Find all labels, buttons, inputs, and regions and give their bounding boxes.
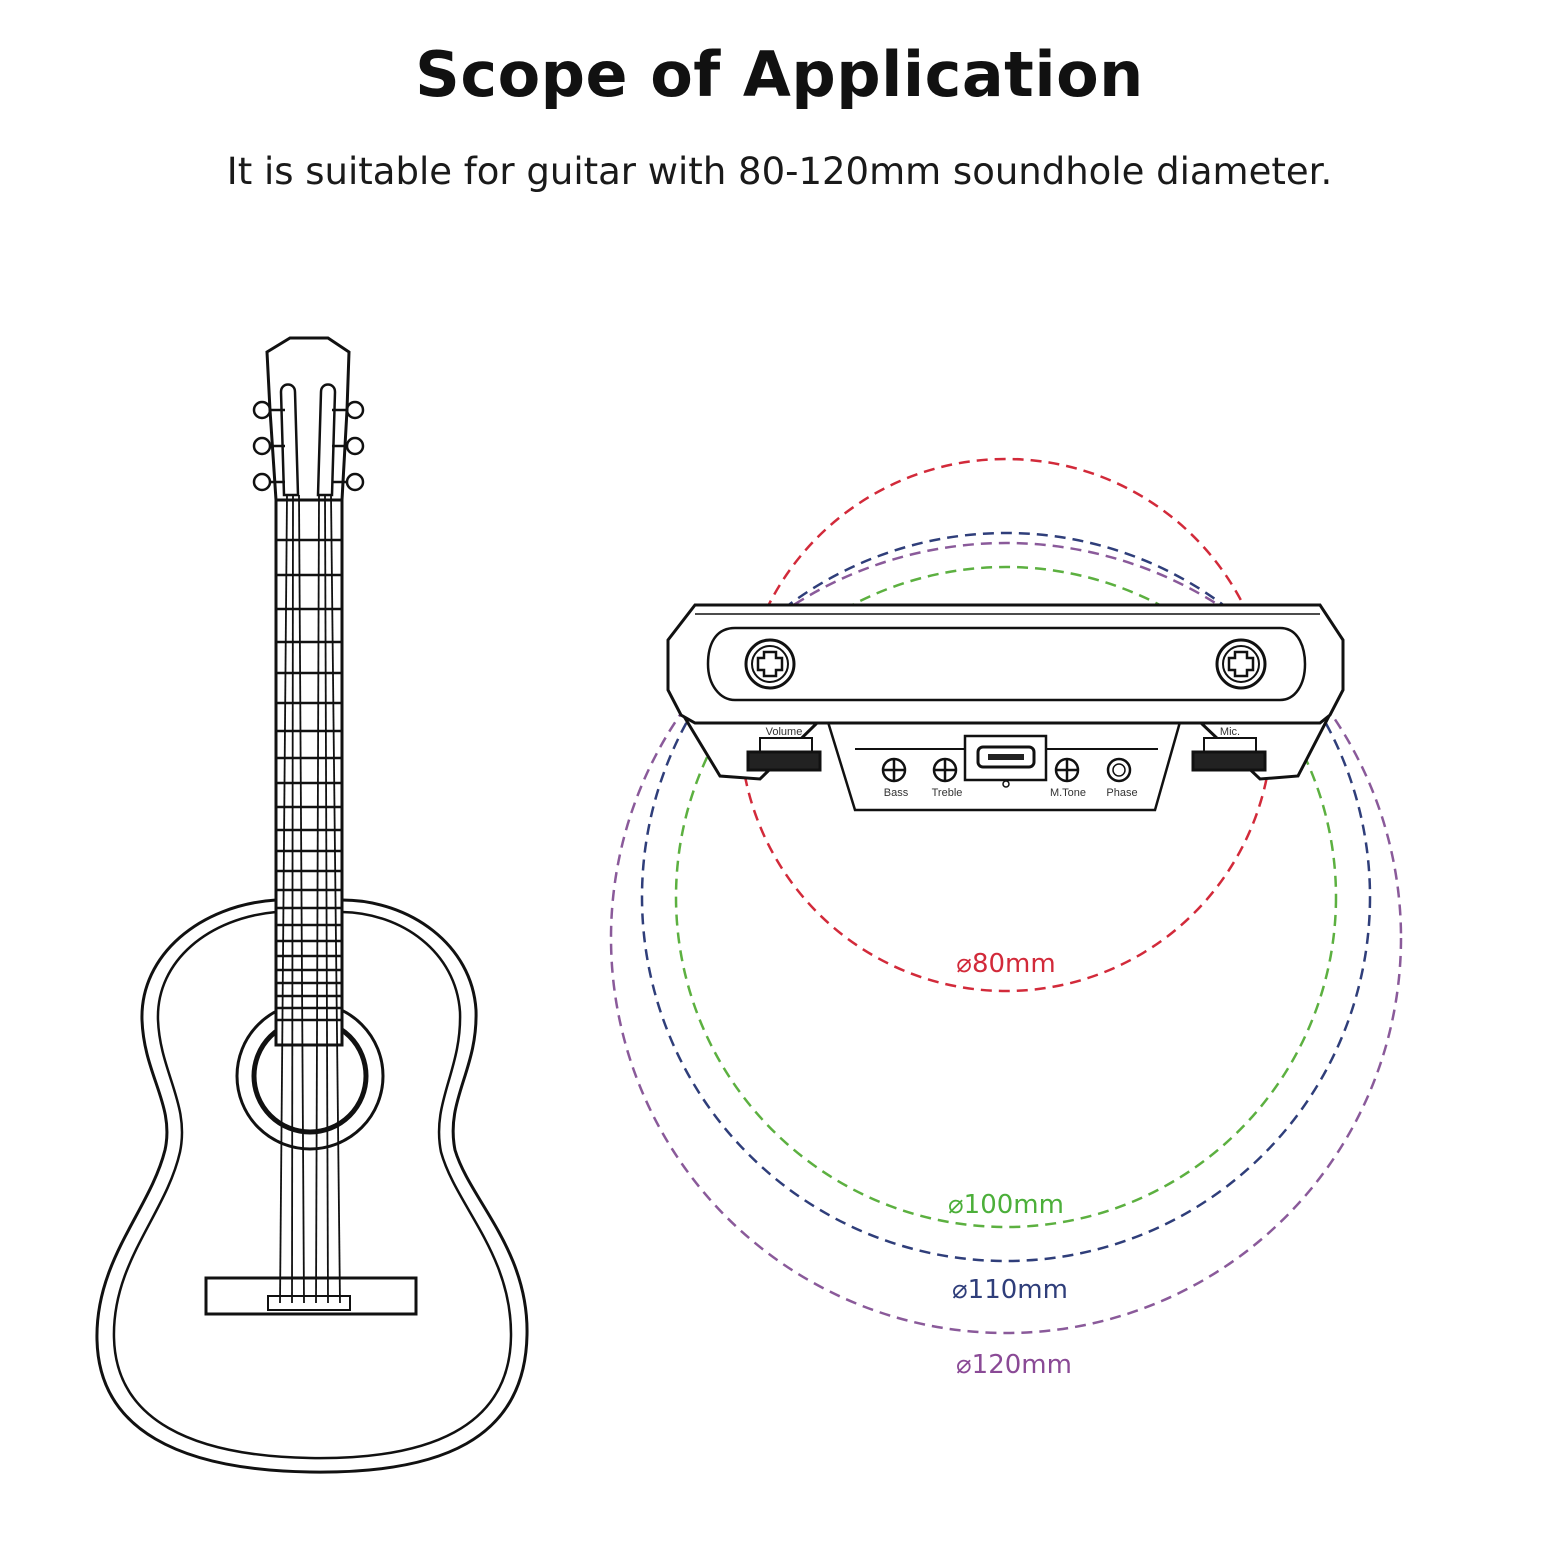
diameter-label-100mm: ⌀100mm <box>948 1190 1064 1220</box>
guitar-body-outer <box>95 898 529 1474</box>
phase-label: Phase <box>1106 787 1137 799</box>
mic-label: Mic. <box>1220 726 1240 738</box>
treble-label: Treble <box>932 787 963 799</box>
mtone-label: M.Tone <box>1050 787 1086 799</box>
diameter-label-80mm: ⌀80mm <box>956 949 1055 979</box>
headstock-slot-left <box>279 383 300 497</box>
screw-icon <box>744 638 796 690</box>
guitar-neck <box>274 498 344 1047</box>
pickup-device <box>666 603 1345 812</box>
circle-120mm <box>609 541 1403 1335</box>
knob-icon <box>1054 757 1080 783</box>
phase-button <box>1106 757 1132 783</box>
page-title: Scope of Application <box>415 38 1144 111</box>
screw-icon <box>1215 638 1267 690</box>
diameter-label-120mm: ⌀120mm <box>956 1350 1072 1380</box>
guitar-strings <box>279 494 341 1304</box>
volume-label: Volume <box>766 726 803 738</box>
headstock-slot-right <box>316 383 337 497</box>
usb-port-icon <box>963 734 1048 788</box>
circle-110mm <box>640 531 1372 1263</box>
page-subtitle: It is suitable for guitar with 80-120mm … <box>226 150 1333 193</box>
guitar-headstock <box>265 336 351 502</box>
mic-wheel <box>1191 737 1267 772</box>
bridge-saddle <box>267 1295 351 1311</box>
volume-wheel <box>746 737 822 772</box>
guitar-illustration <box>95 336 529 1474</box>
circle-100mm <box>674 565 1338 1229</box>
diameter-label-110mm: ⌀110mm <box>952 1275 1068 1305</box>
pickup-inner-bar <box>706 626 1307 702</box>
guitar-frets <box>276 538 342 1022</box>
guitar-body-inner <box>112 910 513 1460</box>
knob-icon <box>932 757 958 783</box>
bass-label: Bass <box>884 787 909 799</box>
tuner-pegs <box>252 400 365 492</box>
knob-icon <box>881 757 907 783</box>
